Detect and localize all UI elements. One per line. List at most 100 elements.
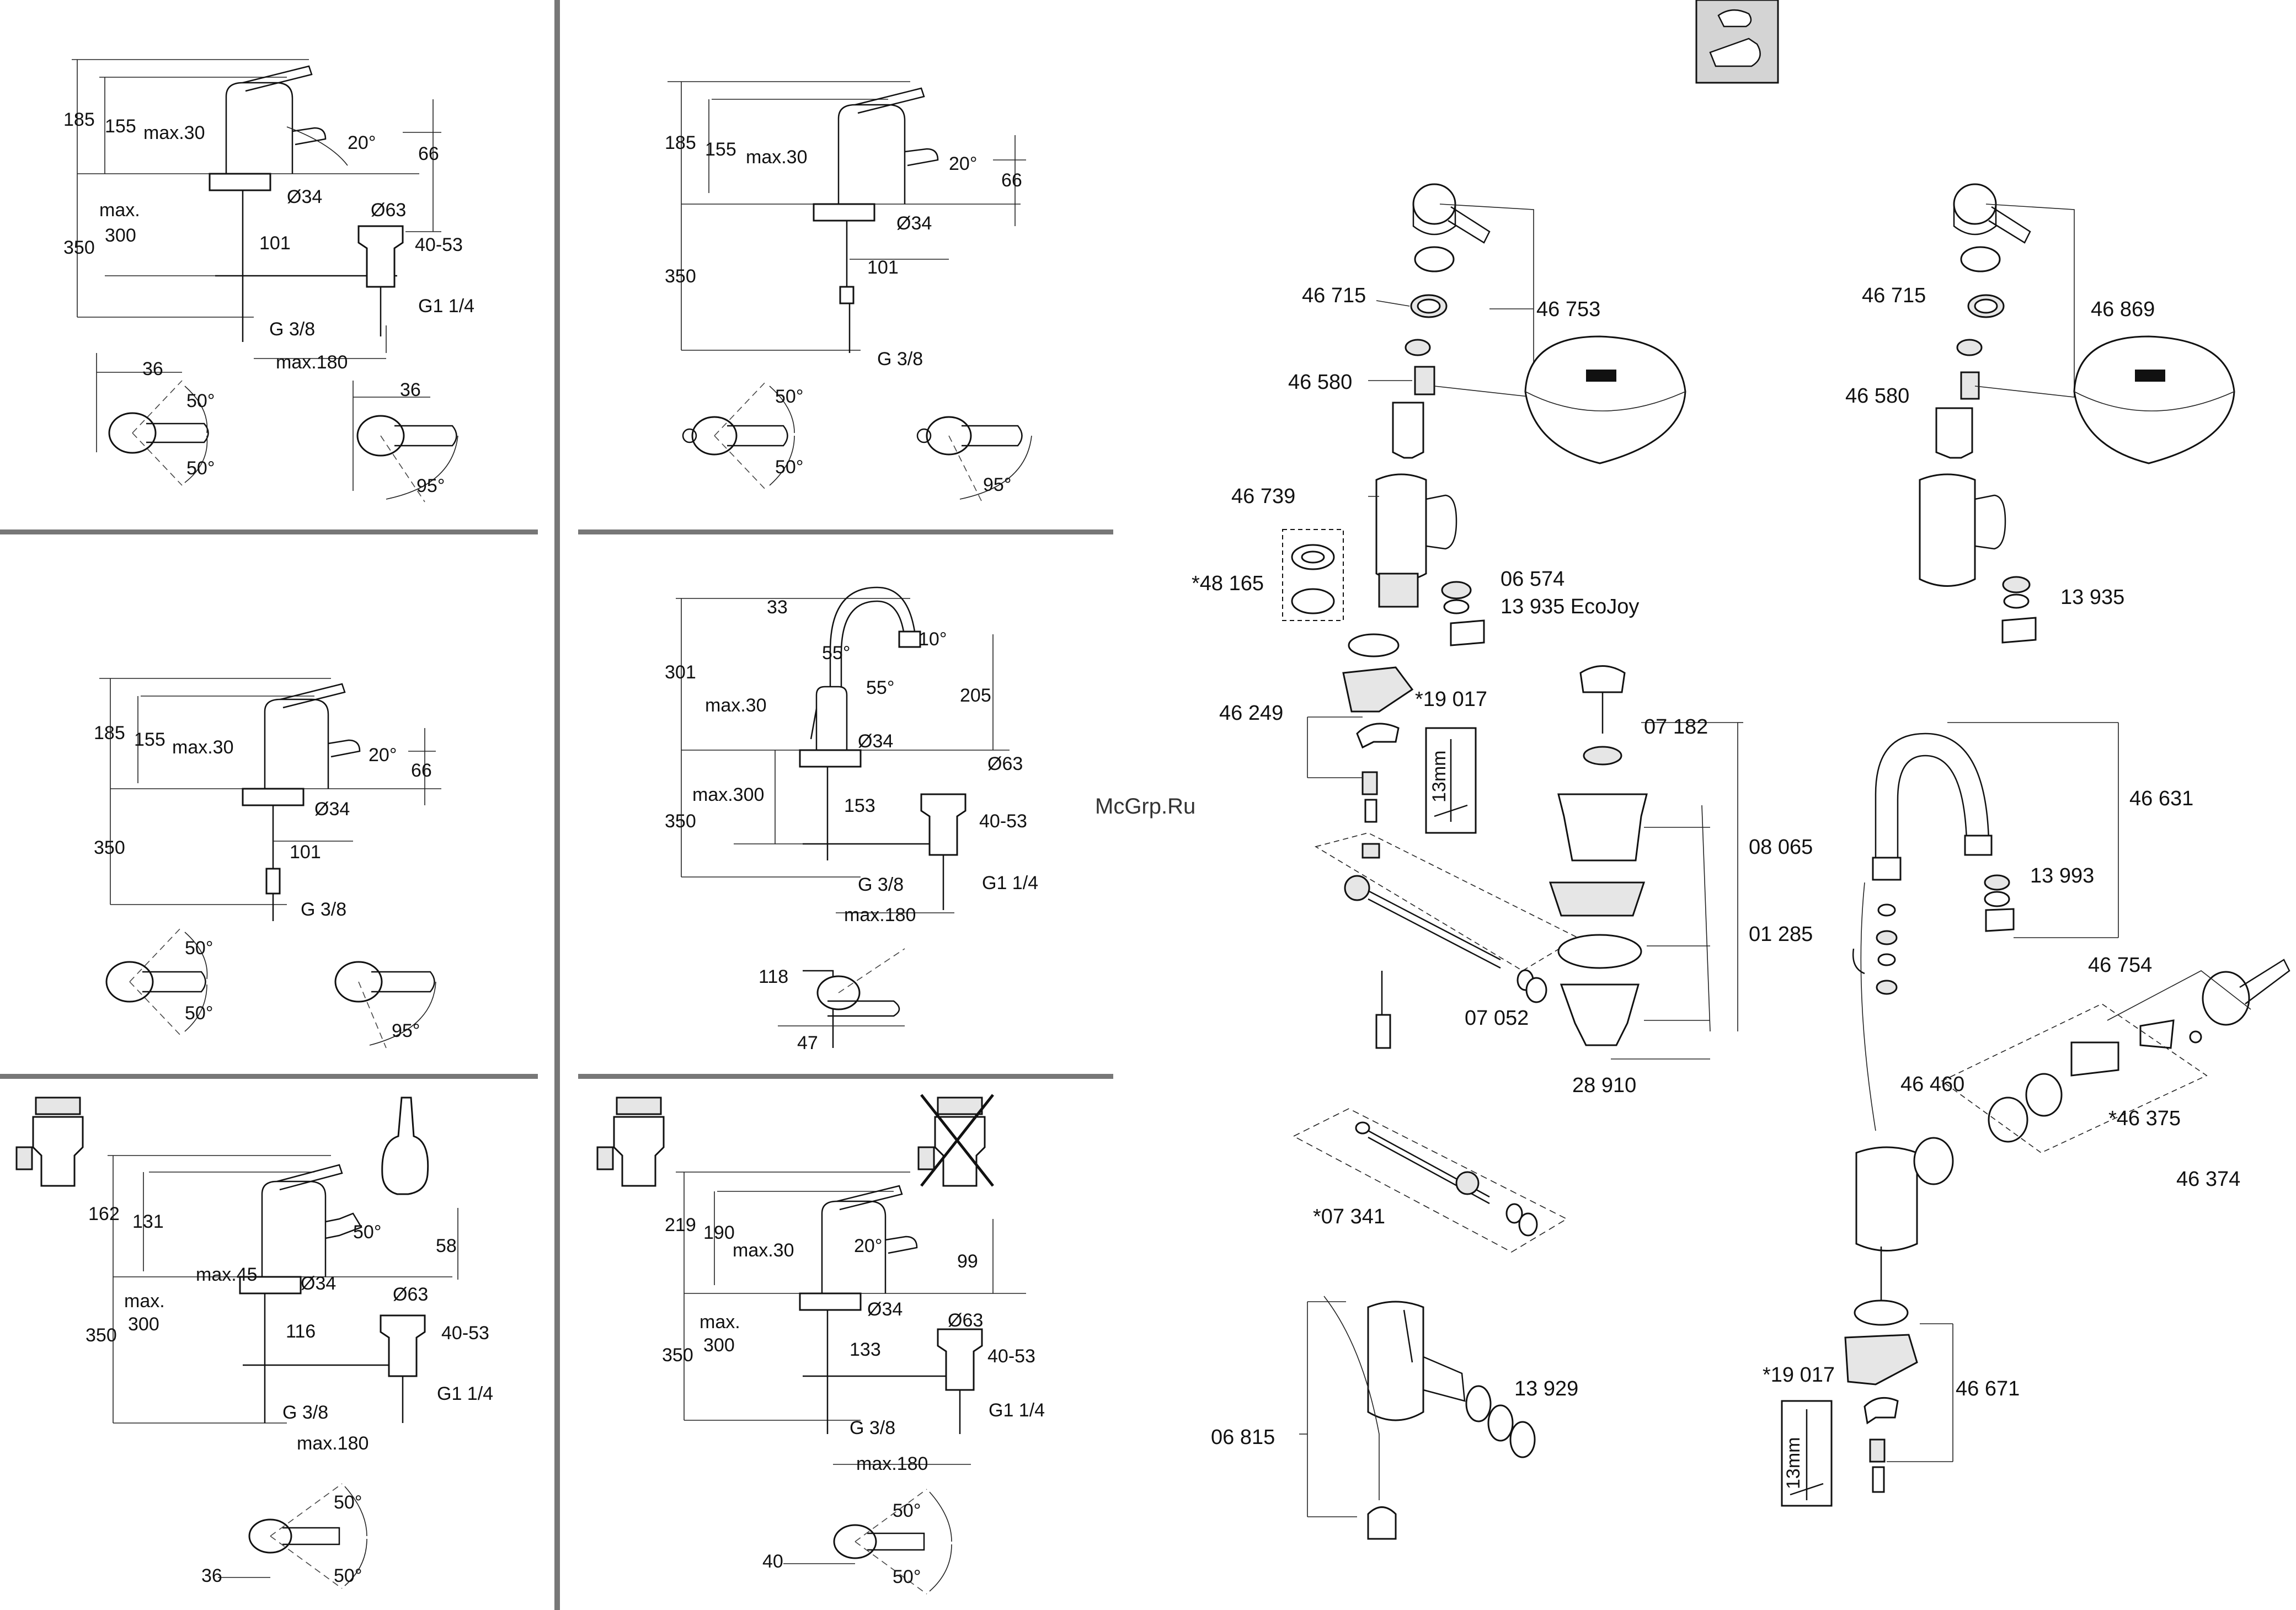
dim-angle-50-a: 50° <box>775 386 803 407</box>
part-labels: 46 715 46 753 46 580 46 739 *48 165 06 5… <box>1192 284 2240 1489</box>
dim-350: 350 <box>665 811 696 832</box>
part-08065: 08 065 <box>1749 836 1813 859</box>
dim-40-53: 40-53 <box>441 1323 489 1344</box>
panel6-dimensions: 219 190 max.30 20° 99 Ø34 Ø63 max. 300 1… <box>662 1215 1045 1587</box>
part-46739: 46 739 <box>1231 485 1295 508</box>
part-28910: 28 910 <box>1572 1074 1636 1097</box>
dim-36: 36 <box>201 1565 222 1586</box>
dim-max: max. <box>124 1291 165 1312</box>
panel1-dimensions: 185 155 max.30 20° 66 max. 300 Ø34 Ø63 3… <box>63 109 474 496</box>
dim-g114: G1 1/4 <box>418 296 474 317</box>
dim-301: 301 <box>665 662 696 683</box>
dim-300: 300 <box>703 1335 735 1356</box>
dim-219: 219 <box>665 1215 696 1235</box>
dim-dia-63: Ø63 <box>987 753 1023 774</box>
panel-basin-mixer <box>668 81 1032 502</box>
dim-max: max. <box>99 200 140 221</box>
part-19017-right: *19 017 <box>1763 1363 1835 1387</box>
dim-max30: max.30 <box>746 147 808 168</box>
dim-190: 190 <box>703 1222 735 1243</box>
dim-99: 99 <box>957 1251 978 1272</box>
panel-basin-mixer-popup <box>72 59 458 502</box>
part-46460: 46 460 <box>1900 1073 1964 1096</box>
dim-dia-34: Ø34 <box>867 1299 903 1320</box>
panel-bidet-mixer <box>15 1096 458 1589</box>
panel2-dimensions: 185 155 max.30 20° 66 Ø34 350 101 G 3/8 … <box>665 132 1022 495</box>
dim-162: 162 <box>88 1204 120 1224</box>
dim-g38: G 3/8 <box>877 349 923 370</box>
part-13935-ecojoy: 13 935 EcoJoy <box>1501 595 1639 618</box>
dim-angle-50-b: 50° <box>334 1565 362 1586</box>
dim-max30: max.30 <box>172 737 234 758</box>
dim-dia-63: Ø63 <box>948 1310 983 1331</box>
dim-g114: G1 1/4 <box>989 1400 1045 1421</box>
dim-66: 66 <box>411 760 432 781</box>
dim-350: 350 <box>662 1345 693 1366</box>
dim-g38: G 3/8 <box>282 1402 328 1423</box>
panel4-dimensions: 33 10° 55° 55° 301 205 max.30 Ø34 Ø63 ma… <box>665 597 1038 1053</box>
dim-max180: max.180 <box>297 1433 369 1454</box>
part-19017-left: *19 017 <box>1415 688 1487 711</box>
part-01285: 01 285 <box>1749 923 1813 946</box>
dim-33: 33 <box>767 597 788 618</box>
dim-max: max. <box>700 1312 740 1333</box>
label-13mm-right: 13mm <box>1783 1437 1804 1489</box>
part-13993: 13 993 <box>2030 864 2094 887</box>
part-46249: 46 249 <box>1219 702 1283 725</box>
dim-dia-34: Ø34 <box>287 186 322 207</box>
dim-185: 185 <box>94 723 125 744</box>
dim-g38: G 3/8 <box>850 1418 895 1438</box>
part-46580-left: 46 580 <box>1288 371 1352 394</box>
dim-116: 116 <box>286 1321 316 1342</box>
part-46375: *46 375 <box>2108 1107 2181 1130</box>
dim-185: 185 <box>665 132 696 153</box>
watermark-text: McGrp.Ru <box>1095 794 1195 819</box>
dim-205: 205 <box>960 685 991 706</box>
dim-40-53: 40-53 <box>415 234 463 255</box>
dim-angle-50-b: 50° <box>775 457 803 478</box>
dim-angle-95: 95° <box>983 474 1011 495</box>
dim-133: 133 <box>850 1339 881 1360</box>
dim-350: 350 <box>86 1325 117 1346</box>
dim-58: 58 <box>436 1235 457 1256</box>
dim-155: 155 <box>705 139 736 160</box>
dim-dia-34: Ø34 <box>301 1273 336 1294</box>
part-46715-right: 46 715 <box>1862 284 1926 307</box>
dim-dia-63: Ø63 <box>371 200 406 221</box>
part-46715-left: 46 715 <box>1302 284 1366 307</box>
dim-angle-50-b: 50° <box>893 1566 921 1587</box>
dim-dia-63: Ø63 <box>393 1284 428 1305</box>
dim-dia-34: Ø34 <box>896 213 932 234</box>
dim-max30: max.30 <box>733 1240 794 1261</box>
dim-max300: max.300 <box>692 784 764 805</box>
dim-g38: G 3/8 <box>269 319 315 340</box>
dim-angle-50: 50° <box>353 1222 381 1243</box>
dim-max180: max.180 <box>844 905 916 926</box>
dim-angle-95: 95° <box>392 1020 420 1041</box>
dim-max180: max.180 <box>856 1453 928 1474</box>
dim-101: 101 <box>867 257 899 278</box>
dim-g114: G1 1/4 <box>437 1383 493 1404</box>
dim-angle-95: 95° <box>417 475 445 496</box>
dim-angle-50-b: 50° <box>185 1003 213 1024</box>
dim-40-53: 40-53 <box>987 1346 1035 1367</box>
dim-max45: max.45 <box>196 1264 258 1285</box>
dim-155: 155 <box>134 729 165 750</box>
panel5-dimensions: 162 131 50° 58 max.45 Ø34 Ø63 max. 300 1… <box>86 1204 493 1586</box>
dim-40: 40 <box>762 1551 783 1572</box>
panel-separators <box>0 0 1113 1610</box>
dim-118: 118 <box>759 966 788 987</box>
dim-350: 350 <box>63 237 95 258</box>
part-07182: 07 182 <box>1644 715 1708 739</box>
dim-angle-50-a: 50° <box>185 938 213 959</box>
part-13929: 13 929 <box>1514 1377 1578 1400</box>
dim-300: 300 <box>105 225 136 246</box>
dim-angle-55-a: 55° <box>822 643 850 664</box>
dim-36-a: 36 <box>142 359 163 379</box>
dim-angle-20: 20° <box>854 1235 882 1256</box>
dim-153: 153 <box>844 795 875 816</box>
dim-47: 47 <box>797 1033 818 1053</box>
dim-g38: G 3/8 <box>858 874 904 895</box>
dim-max30: max.30 <box>705 695 767 716</box>
